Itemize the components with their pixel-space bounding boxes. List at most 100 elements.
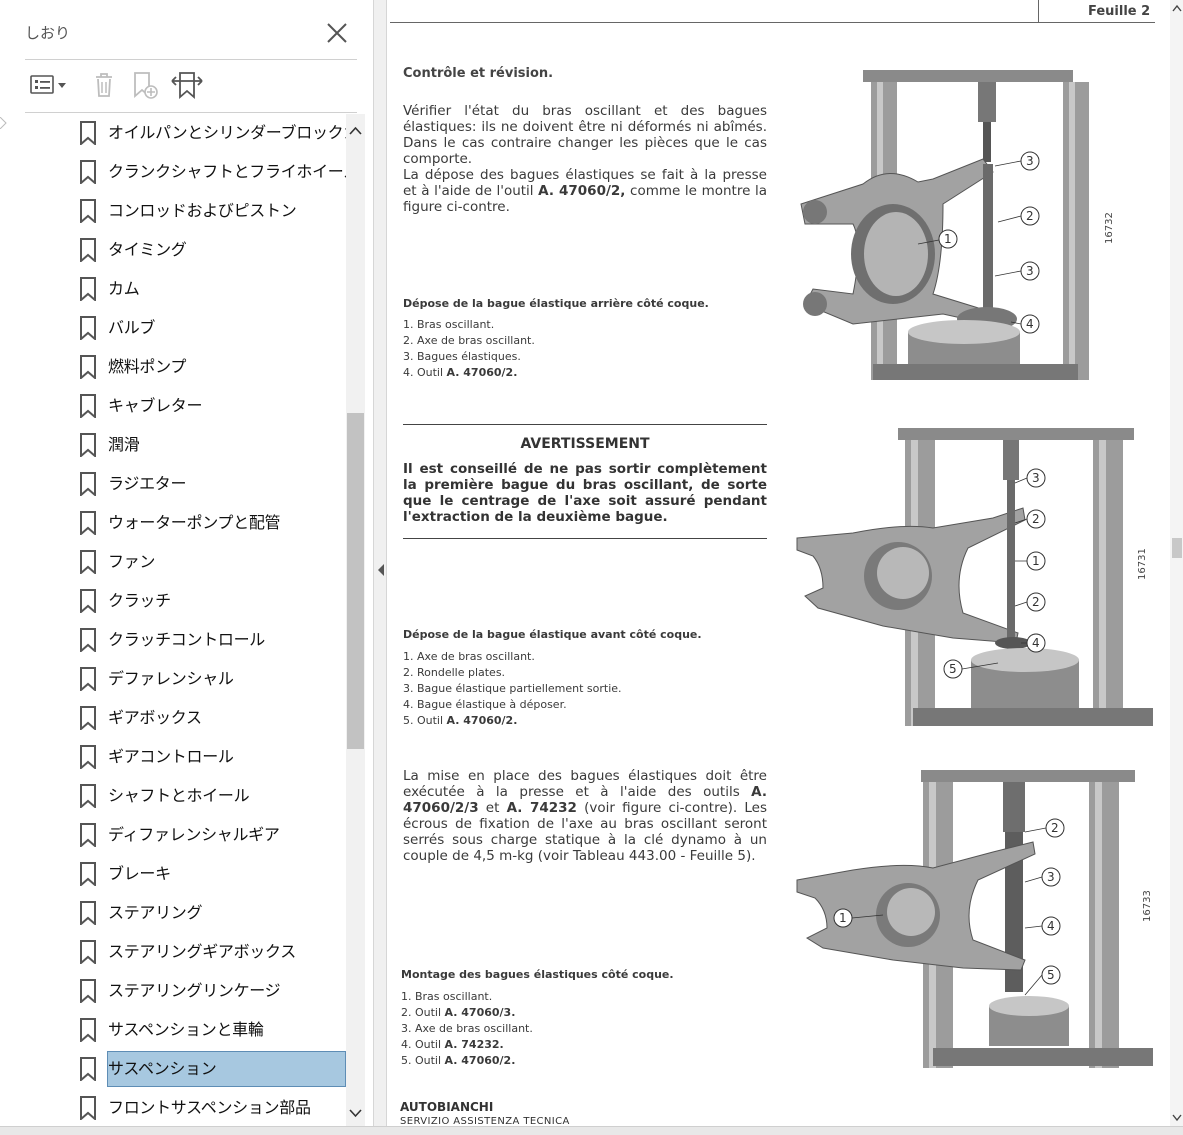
panel-splitter[interactable]	[373, 0, 387, 1134]
panel-edge-icon	[0, 117, 7, 129]
warning-text: Il est conseillé de ne pas sortir complè…	[403, 461, 767, 525]
list-options-icon	[30, 75, 66, 94]
bookmark-label: クラッチコントロール	[108, 630, 266, 649]
legend-item: 3. Axe de bras oscillant.	[401, 1022, 533, 1035]
bookmark-item[interactable]: 燃料ポンプ	[66, 348, 346, 386]
bookmark-item[interactable]: ファン	[66, 543, 346, 581]
bookmark-icon	[80, 706, 96, 730]
bookmark-item[interactable]: ステアリングリンケージ	[66, 972, 346, 1010]
paragraph-text: La dépose des bagues élastiques se fait …	[403, 167, 767, 199]
options-menu-button[interactable]	[27, 68, 69, 102]
chevron-down-icon[interactable]	[346, 1104, 365, 1122]
bookmark-label: クラッチ	[108, 591, 171, 610]
bookmark-item[interactable]: ディファレンシャルギア	[66, 816, 346, 854]
add-bookmark-button[interactable]	[128, 68, 162, 102]
chevron-down-icon[interactable]	[1172, 1114, 1182, 1122]
expand-bookmark-button[interactable]	[168, 68, 206, 102]
bookmark-icon	[80, 784, 96, 808]
legend-item: 4. Bague élastique à déposer.	[403, 698, 567, 711]
callout: 3	[1047, 870, 1055, 884]
status-bar	[0, 1126, 1183, 1135]
bookmark-item[interactable]: コンロッドおよびピストン	[66, 192, 346, 230]
scrollbar-thumb[interactable]	[347, 413, 364, 749]
bookmark-icon	[80, 316, 96, 340]
bookmark-item[interactable]: ウォーターポンプと配管	[66, 504, 346, 542]
brand-name: AUTOBIANCHI	[400, 1100, 494, 1114]
rule	[403, 538, 767, 539]
figure-legend: 1. Bras oscillant. 2. Axe de bras oscill…	[403, 317, 535, 381]
document-page: Feuille 2 Contrôle et révision. Vérifier…	[388, 0, 1170, 1134]
expand-bookmark-icon	[171, 72, 203, 99]
bookmark-item[interactable]: デファレンシャル	[66, 660, 346, 698]
bookmark-icon	[80, 979, 96, 1003]
bookmark-label: キャブレター	[108, 396, 203, 415]
press-figure-3: 1 2 3 4 5	[796, 770, 1153, 1068]
bookmark-label: カム	[108, 279, 140, 298]
scrollbar-thumb[interactable]	[1172, 538, 1182, 558]
callout: 5	[949, 662, 957, 676]
bookmark-icon	[80, 745, 96, 769]
brand-subtitle: SERVIZIO ASSISTENZA TECNICA	[400, 1116, 570, 1127]
figure-number: 16732	[1104, 212, 1115, 244]
callout: 2	[1032, 512, 1040, 526]
chevron-up-icon[interactable]	[346, 122, 365, 140]
bookmark-label: ステアリングリンケージ	[108, 981, 281, 1000]
legend-item: 4. Outil A. 47060/2.	[403, 366, 518, 379]
divider	[25, 59, 357, 60]
bookmark-label: ラジエター	[108, 474, 187, 493]
bookmark-icon	[80, 121, 96, 145]
bookmark-icon	[80, 1057, 96, 1081]
bookmark-icon	[80, 238, 96, 262]
legend-item: 1. Axe de bras oscillant.	[403, 650, 535, 663]
bookmark-item[interactable]: フロントサスペンション部品	[66, 1089, 346, 1126]
bookmark-icon	[80, 823, 96, 847]
bookmark-label: ブレーキ	[108, 864, 171, 883]
tool-ref: A. 47060/2,	[538, 183, 626, 199]
bookmark-item[interactable]: ステアリングギアボックス	[66, 933, 346, 971]
header-rule	[390, 22, 1155, 23]
bookmark-item[interactable]: クラッチコントロール	[66, 621, 346, 659]
delete-bookmark-button[interactable]	[88, 68, 120, 102]
bookmark-label: 潤滑	[108, 435, 140, 454]
bookmark-item[interactable]: キャブレター	[66, 387, 346, 425]
bookmark-item[interactable]: タイミング	[66, 231, 346, 269]
bookmark-item[interactable]: クラッチ	[66, 582, 346, 620]
bookmark-item[interactable]: ラジエター	[66, 465, 346, 503]
callout: 2	[1051, 821, 1059, 835]
press-figure-1: 1 2 3 3 4	[800, 70, 1089, 380]
figure-legend: 1. Bras oscillant. 2. Outil A. 47060/3. …	[401, 989, 533, 1069]
section1-paragraph: Vérifier l'état du bras oscillant et des…	[403, 103, 767, 215]
bookmark-item[interactable]: クランクシャフトとフライホイール	[66, 153, 346, 191]
bookmark-item[interactable]: ギアコントロール	[66, 738, 346, 776]
bookmark-label: ステアリング	[108, 903, 203, 922]
chevron-up-icon[interactable]	[1172, 4, 1182, 12]
bookmark-item[interactable]: ブレーキ	[66, 855, 346, 893]
bookmark-item[interactable]: ギアボックス	[66, 699, 346, 737]
bookmark-label: サスペンションと車輪	[108, 1020, 264, 1039]
bookmark-item[interactable]: シャフトとホイール	[66, 777, 346, 815]
close-panel-button[interactable]	[324, 20, 350, 46]
legend-item: 2. Outil A. 47060/3.	[401, 1006, 516, 1019]
bookmark-label: デファレンシャル	[108, 669, 234, 688]
bookmark-icon	[80, 667, 96, 691]
bookmark-item[interactable]: サスペンションと車輪	[66, 1011, 346, 1049]
bookmark-label: オイルパンとシリンダーブロックカバー	[108, 123, 346, 142]
bookmark-item[interactable]: カム	[66, 270, 346, 308]
bookmark-item[interactable]: ステアリング	[66, 894, 346, 932]
legend-item: 1. Bras oscillant.	[401, 990, 493, 1003]
bookmark-item[interactable]: オイルパンとシリンダーブロックカバー	[66, 114, 346, 152]
paragraph-text: comme le montre la figure ci-contre.	[403, 183, 768, 215]
bookmark-icon	[80, 628, 96, 652]
bookmark-list: オイルパンとシリンダーブロックカバークランクシャフトとフライホイールコンロッドお…	[66, 114, 346, 1126]
document-scrollbar[interactable]	[1170, 0, 1183, 1134]
collapse-panel-icon[interactable]	[376, 562, 386, 578]
bookmark-item[interactable]: バルブ	[66, 309, 346, 347]
callout: 2	[1026, 209, 1034, 223]
header-rule-vertical	[1038, 0, 1039, 22]
bookmark-label: ステアリングギアボックス	[108, 942, 296, 961]
bookmark-label: コンロッドおよびピストン	[108, 201, 297, 220]
callout: 3	[1032, 471, 1040, 485]
bookmark-label: クランクシャフトとフライホイール	[108, 162, 346, 181]
bookmark-item[interactable]: 潤滑	[66, 426, 346, 464]
bookmark-item[interactable]: サスペンション	[66, 1050, 346, 1088]
